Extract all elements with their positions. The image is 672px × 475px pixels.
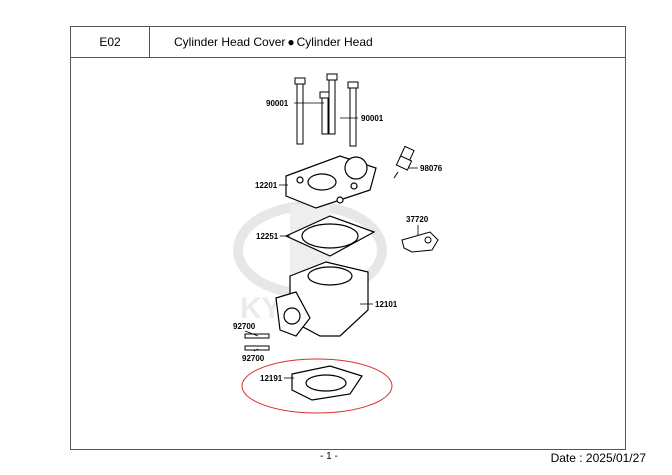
cylinder-head xyxy=(285,155,377,209)
diagram-frame xyxy=(70,58,626,450)
base-gasket xyxy=(291,365,363,401)
studs xyxy=(244,333,270,351)
head-gasket xyxy=(284,215,376,257)
page-number: - 1 - xyxy=(320,451,338,462)
label-92700-lower: 92700 xyxy=(242,354,265,363)
page-header: E02 Cylinder Head Cover ● Cylinder Head xyxy=(70,26,626,58)
document-date: Date : 2025/01/27 xyxy=(550,451,646,465)
highlight-ellipse xyxy=(241,358,393,414)
spark-plug xyxy=(393,145,415,179)
label-90001-right: 90001 xyxy=(361,114,384,123)
head-bolts xyxy=(294,73,359,147)
label-12201: 12201 xyxy=(255,181,278,190)
label-92700-upper: 92700 xyxy=(233,322,256,331)
title-bullet: ● xyxy=(287,35,295,49)
label-98076: 98076 xyxy=(420,164,443,173)
section-code: E02 xyxy=(71,27,150,57)
section-title: Cylinder Head Cover ● Cylinder Head xyxy=(150,27,625,57)
label-37720: 37720 xyxy=(406,215,429,224)
label-12251: 12251 xyxy=(256,232,279,241)
bracket xyxy=(401,231,439,253)
title-part-2: Cylinder Head xyxy=(296,35,373,49)
leader-lines xyxy=(244,102,419,379)
label-90001-left: 90001 xyxy=(266,99,289,108)
label-12101: 12101 xyxy=(375,300,398,309)
title-part-1: Cylinder Head Cover xyxy=(174,35,286,49)
cylinder xyxy=(275,261,369,337)
label-12191: 12191 xyxy=(260,374,283,383)
